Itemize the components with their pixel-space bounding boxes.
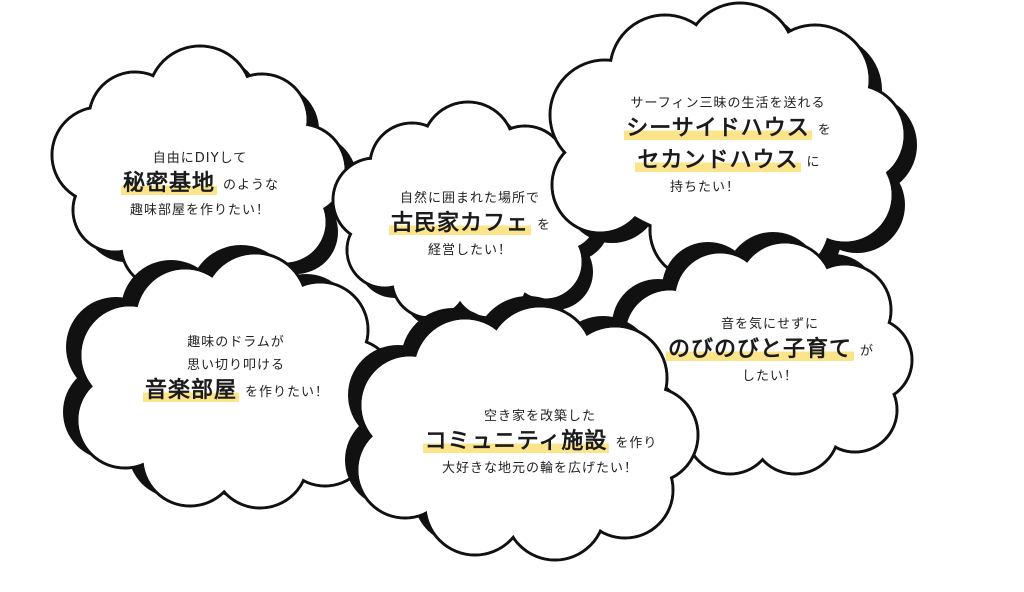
bubble-highlight-suffix: を作り [615,436,658,451]
bubble-highlight: コミュニティ施設 [422,429,610,455]
bubble-highlight-row: コミュニティ施設を作り [410,429,670,455]
bubble-line-post: 持ちたい！ [670,180,741,195]
bubble-line-pre: 趣味のドラムが [187,335,285,350]
bubble-line-pre-2: 思い切り叩ける [186,358,285,373]
bubble-highlight: シーサイドハウス [624,116,812,142]
bubble-old-house-cafe: 自然に囲まれた場所で 古民家カフェを 経営したい！ [372,192,568,257]
bubble-highlight-row: のびのびと子育てが [655,337,885,363]
bubble-highlight-suffix: を [537,218,552,233]
bubble-line-pre: 音を気にせずに [720,317,819,332]
bubble-music-room: 趣味のドラムが 思い切り叩ける 音楽部屋を作りたい！ [128,335,344,404]
bubble-highlight-suffix: が [860,344,875,359]
bubble-community: 空き家を改築した コミュニティ施設を作り 大好きな地元の輪を広げたい！ [410,410,670,475]
bubble-line-post: 大好きな地元の輪を広げたい！ [441,461,638,476]
bubble-highlight: 秘密基地 [120,171,217,197]
bubble-highlight: 古民家カフェ [388,211,531,237]
bubble-highlight-suffix: を作りたい！ [245,385,330,400]
bubble-line-pre: 空き家を改築した [483,409,596,424]
bubble-highlight-row: 古民家カフェを [372,211,568,237]
bubble-highlight-suffix: のような [223,178,280,193]
bubble-highlight-row: 秘密基地のような [100,171,300,197]
bubble-highlight-2: セカンドハウス [635,148,801,174]
bubble-seaside-house: サーフィン三昧の生活を送れる シーサイドハウスを セカンドハウスに 持ちたい！ [598,97,858,194]
cloud-community-body [355,304,700,562]
bubble-highlight-row: シーサイドハウスを [598,116,858,142]
bubble-line-pre: 自由にDIYして [152,151,248,166]
bubble-highlight2-row: セカンドハウスに [598,148,858,174]
bubble-highlight: 音楽部屋 [142,378,239,404]
bubble-line-post: 趣味部屋を作りたい！ [129,203,270,218]
bubble-highlight-row: 音楽部屋を作りたい！ [128,378,344,404]
bubble-secret-base: 自由にDIYして 秘密基地のような 趣味部屋を作りたい！ [100,152,300,217]
bubble-line-post: 経営したい！ [427,243,512,258]
bubble-line-post: したい！ [741,369,798,384]
bubble-parenting: 音を気にせずに のびのびと子育てが したい！ [655,318,885,383]
bubble-line-pre: サーフィン三昧の生活を送れる [630,96,826,111]
bubble-highlight: のびのびと子育て [665,337,854,363]
bubble-highlight-2-suffix: に [806,155,821,170]
bubble-line-pre: 自然に囲まれた場所で [399,191,540,206]
bubble-highlight-suffix: を [817,123,832,138]
